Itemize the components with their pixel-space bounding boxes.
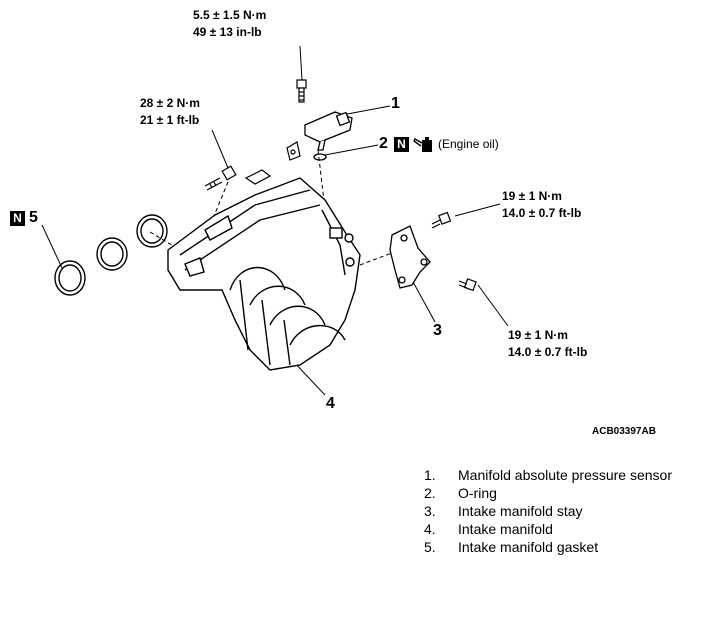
- leader-line-3: [411, 279, 436, 323]
- torque-manifold-bolt-metric: 28 ± 2 N·m: [140, 96, 200, 110]
- torque-stay-bolt-lower: 19 ± 1 N·m 14.0 ± 0.7 ft-lb: [508, 327, 587, 361]
- torque-stay-lower-metric: 19 ± 1 N·m: [508, 328, 568, 342]
- map-sensor: [304, 111, 353, 151]
- parts-legend: 1. Manifold absolute pressure sensor 2. …: [424, 466, 672, 556]
- legend-num: 3.: [424, 503, 436, 519]
- callout-4: 4: [326, 395, 335, 412]
- legend-label: Intake manifold gasket: [458, 539, 599, 555]
- legend-num: 1.: [424, 467, 436, 483]
- intake-manifold-stay: [389, 225, 431, 289]
- stay-bolts: [431, 211, 477, 292]
- engine-oil-label: (Engine oil): [438, 137, 499, 151]
- legend-label: Intake manifold stay: [458, 503, 583, 519]
- leader-line-sensor-bolt: [299, 45, 303, 81]
- legend-item: 3. Intake manifold stay: [424, 502, 672, 520]
- leader-line-5: [41, 224, 63, 269]
- torque-manifold-bolt-imperial: 21 ± 1 ft-lb: [140, 113, 200, 127]
- legend-item: 5. Intake manifold gasket: [424, 538, 672, 556]
- torque-stay-upper-imperial: 14.0 ± 0.7 ft-lb: [502, 206, 582, 220]
- sensor-bolt: [296, 79, 307, 103]
- legend-num: 5.: [424, 539, 436, 555]
- legend-item: 2. O-ring: [424, 484, 672, 502]
- callout-2: 2: [379, 135, 388, 152]
- legend-item: 4. Intake manifold: [424, 520, 672, 538]
- callout-3: 3: [433, 322, 442, 339]
- intake-manifold-gaskets: [54, 214, 168, 296]
- leader-line-stay-upper: [454, 203, 501, 217]
- leader-line-stay-lower: [477, 284, 509, 327]
- o-ring: [313, 153, 327, 161]
- leader-line-1: [341, 105, 391, 116]
- legend-num: 4.: [424, 521, 436, 537]
- dash-line-stay: [359, 247, 406, 266]
- legend-label: Intake manifold: [458, 521, 553, 537]
- legend-num: 2.: [424, 485, 436, 501]
- legend-label: Manifold absolute pressure sensor: [458, 467, 673, 483]
- manifold-bolt: [204, 165, 237, 191]
- legend-item: 1. Manifold absolute pressure sensor: [424, 466, 672, 484]
- oil-can-icon: [413, 137, 432, 152]
- torque-sensor-bolt-imperial: 49 ± 13 in-lb: [193, 25, 262, 39]
- torque-sensor-bolt: 5.5 ± 1.5 N·m 49 ± 13 in-lb: [193, 7, 266, 41]
- torque-manifold-bolt: 28 ± 2 N·m 21 ± 1 ft-lb: [140, 95, 200, 129]
- intake-manifold: [167, 177, 361, 371]
- callout-1: 1: [391, 95, 400, 112]
- torque-stay-bolt-upper: 19 ± 1 N·m 14.0 ± 0.7 ft-lb: [502, 188, 581, 222]
- torque-stay-lower-imperial: 14.0 ± 0.7 ft-lb: [508, 345, 588, 359]
- legend-label: O-ring: [458, 485, 497, 501]
- n-badge-o-ring: N: [394, 137, 409, 152]
- figure-id: ACB03397AB: [592, 426, 656, 437]
- n-badge-gasket: N: [10, 211, 25, 226]
- clip-pieces: [244, 141, 301, 185]
- torque-sensor-bolt-metric: 5.5 ± 1.5 N·m: [193, 8, 267, 22]
- leader-line-2: [324, 144, 379, 156]
- torque-stay-upper-metric: 19 ± 1 N·m: [502, 189, 562, 203]
- leader-line-manifold-bolt: [211, 129, 229, 169]
- callout-5: 5: [29, 209, 38, 226]
